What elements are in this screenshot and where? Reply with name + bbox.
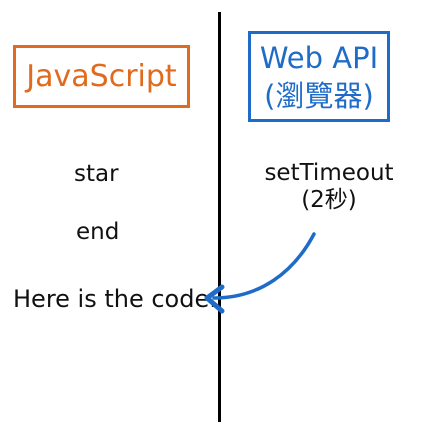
javascript-title-box: JavaScript: [13, 45, 190, 108]
javascript-title: JavaScript: [26, 59, 177, 94]
web-api-title-box: Web API (瀏覽器): [248, 31, 390, 122]
arrow-head-icon: [204, 284, 225, 314]
timer-duration-label: (2秒): [301, 187, 357, 213]
web-api-title: Web API: [259, 40, 379, 75]
log-end-text: end: [76, 219, 120, 245]
center-divider-line: [218, 12, 221, 422]
callback-code-text: Here is the code.: [13, 285, 217, 313]
set-timeout-text: setTimeout (2秒): [262, 160, 396, 214]
log-star-text: star: [74, 161, 119, 187]
browser-subtitle: (瀏覽器): [264, 78, 374, 113]
arrow-curve: [212, 232, 316, 300]
set-timeout-label: setTimeout: [264, 160, 394, 186]
